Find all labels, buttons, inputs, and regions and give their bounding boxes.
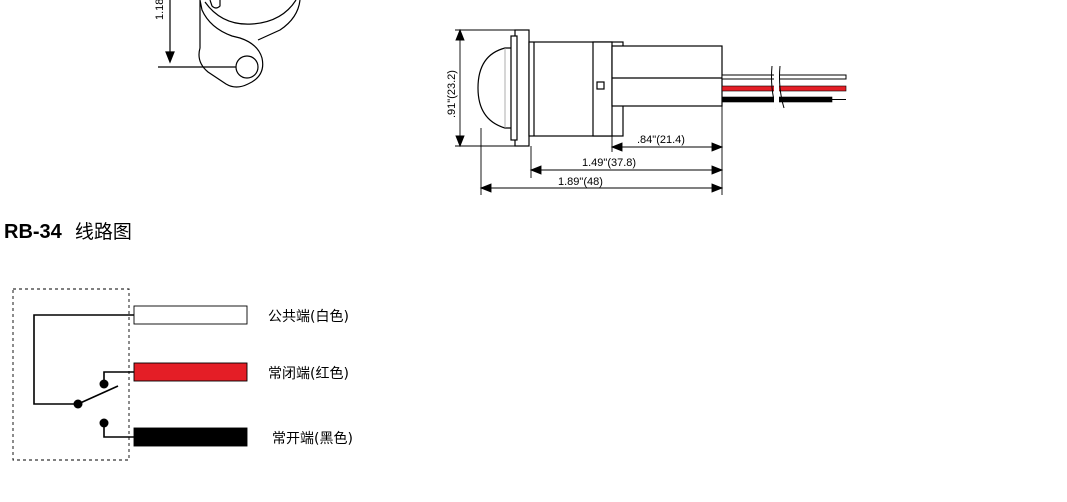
front-view-drawing (158, 0, 301, 88)
nc-wire-label: 常闭端(红色) (268, 365, 349, 382)
rear-cap (611, 45, 723, 107)
overall-length-dimension-label: 1.89"(48) (558, 176, 603, 188)
side-view-drawing (477, 29, 723, 147)
nc-contact-node (99, 379, 109, 389)
dim-overall-arrow-left (479, 183, 492, 193)
dimension-arrow (165, 51, 175, 64)
dim-body-arrow-left (529, 165, 542, 175)
terminal-mark (209, 0, 221, 9)
common-conductor (33, 314, 134, 405)
bezel-lip (510, 35, 518, 141)
body-arc (204, 0, 297, 25)
wiring-title-model: RB-34 (4, 221, 63, 243)
connector-notch (596, 81, 605, 90)
flange-outline (198, 0, 264, 88)
dim-wire-arrow-right (711, 142, 724, 152)
height-arrow-top (455, 28, 465, 41)
nc-wire-bar (133, 362, 248, 382)
wire-length-dimension-label: .84"(21.4) (637, 134, 685, 146)
wiring-diagram-title: RB-34 线路图 (4, 221, 132, 243)
wiring-schematic (12, 288, 248, 461)
height-dimension-label: .91"(23.2) (446, 70, 458, 118)
mounting-hole (235, 55, 259, 79)
lens-dome (477, 47, 518, 129)
side-view-wires (721, 65, 847, 109)
body-length-dimension-label: 1.49"(37.8) (582, 157, 636, 169)
switch-blade (77, 385, 119, 405)
common-wire-label: 公共端(白色) (268, 308, 349, 325)
switch-enclosure-dashed-box (12, 288, 130, 461)
common-contact-node (73, 399, 83, 409)
dim-wire-arrow-left (610, 142, 623, 152)
side-view-dimensions (455, 28, 724, 195)
common-wire-bar (133, 305, 248, 325)
wire-white (721, 74, 847, 80)
dim-overall-arrow-right (711, 183, 724, 193)
no-contact-node (99, 418, 109, 428)
wire-red (721, 85, 847, 92)
no-conductor (103, 423, 134, 438)
height-arrow-bottom (455, 135, 465, 148)
no-wire-bar (133, 427, 248, 447)
nc-conductor (103, 371, 134, 384)
wiring-title-text: 线路图 (75, 221, 132, 243)
flange-right-edge (257, 0, 301, 41)
no-wire-label: 常开端(黑色) (272, 430, 353, 447)
dim-body-arrow-right (711, 165, 724, 175)
break-gap (774, 68, 779, 108)
front-view-dimension-label: 1.18 (154, 0, 166, 20)
